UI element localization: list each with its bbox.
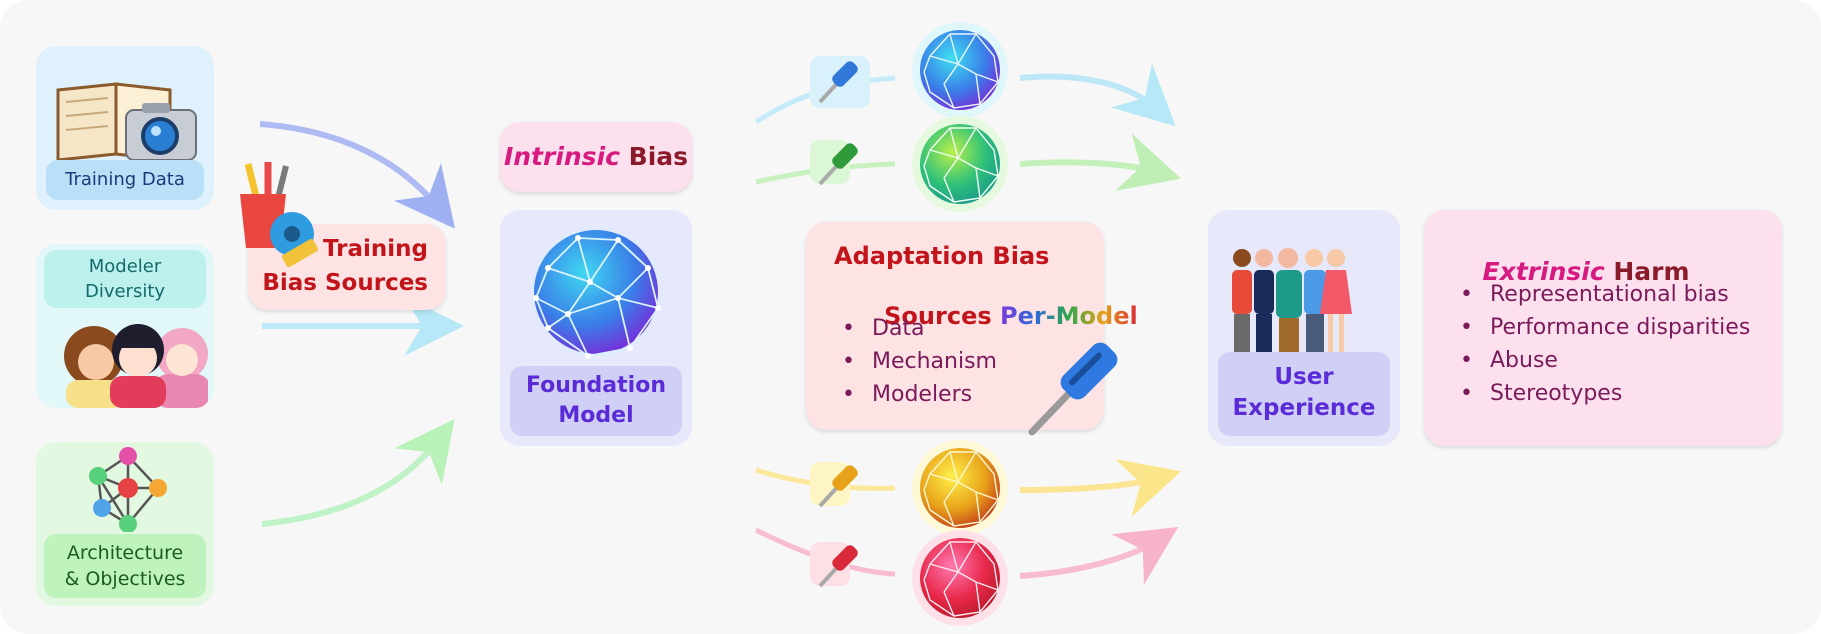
arrow-training-data [259,121,456,229]
list-item: Performance disparities [1452,315,1750,340]
modeler-diversity-card: Modeler Diversity [36,244,214,408]
people-faces-icon [64,324,208,408]
intrinsic-rest: Bias [619,142,689,171]
book-camera-icon [56,82,197,162]
arrow-model-4 [1019,527,1179,585]
screwdriver-icon [818,545,858,588]
foundation-model-card: Foundation Model [500,210,692,446]
list-item: Stereotypes [1452,381,1750,406]
intrinsic-bias-box: Intrinsic Bias [500,122,692,192]
architecture-label: Architecture & Objectives [44,534,206,598]
pencil-cup-tape-icon [240,162,318,267]
screwdriver-icon [818,143,858,186]
people-group-icon [1232,248,1352,358]
network-graph-icon [89,447,167,532]
arrow-model-1 [1019,63,1176,127]
globe-mesh-icon [912,530,1008,626]
adaptation-list: Data Mechanism Modelers [834,316,997,407]
list-item: Data [834,316,997,341]
arrow-architecture [261,418,455,527]
list-item: Abuse [1452,348,1750,373]
adaptation-bias-card: Adaptation Bias Sources Per-Model Data M… [806,222,1138,430]
screwdriver-icon [1028,342,1118,436]
training-bias-line1: Training [322,236,428,262]
user-experience-card: User Experience [1208,210,1400,446]
modeler-diversity-label: Modeler Diversity [44,250,206,308]
list-item: Modelers [834,382,997,407]
training-data-label: Training Data [46,160,204,200]
extrinsic-list: Representational bias Performance dispar… [1452,282,1750,406]
screwdriver-icon [818,465,858,508]
globe-mesh-icon [912,22,1008,118]
arrow-model-3 [1019,459,1182,517]
globe-mesh-icon [522,218,670,366]
user-experience-label: User Experience [1218,352,1390,436]
adaptation-title-per-model: Per-Model [999,302,1138,330]
adaptation-title-line1: Adaptation Bias [834,242,1050,270]
intrinsic-emph: Intrinsic [503,142,620,171]
globe-mesh-icon [912,116,1008,212]
globe-mesh-icon [912,440,1008,536]
extrinsic-harm-card: Extrinsic Harm Representational bias Per… [1424,210,1782,446]
training-data-card: Training Data [36,46,214,210]
list-item: Mechanism [834,349,997,374]
architecture-card: Architecture & Objectives [36,442,214,606]
foundation-model-label: Foundation Model [510,366,682,436]
arrow-model-2 [1019,133,1182,191]
screwdriver-icon [818,61,858,104]
list-item: Representational bias [1452,282,1750,307]
training-bias-line2: Bias Sources [262,270,428,296]
